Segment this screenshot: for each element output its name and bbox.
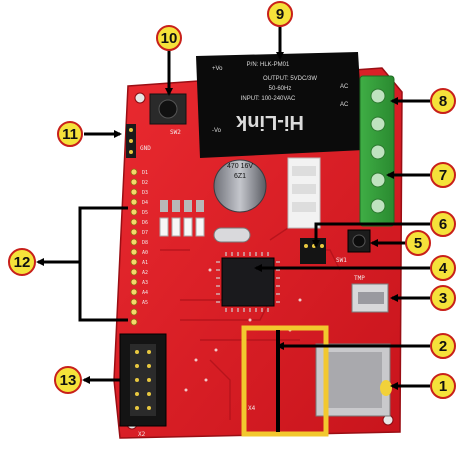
gnd-label: GND [140,145,151,152]
header-3pin: GND [126,124,151,158]
capacitor: 470 16V 6Z1 [213,159,267,213]
pin-label: A4 [142,290,148,296]
module-input-label: INPUT: 100-240VAC [241,96,296,102]
capacitor-label: 470 16V [227,163,253,170]
bracket-12 [78,206,128,322]
arrow-6 [312,222,430,248]
pin-label: D7 [142,230,148,236]
left-pin-row: D1 D2 D3 D4 D5 D6 D7 D8 A0 A1 A2 A3 A4 A… [130,168,148,326]
pin-label: D2 [142,180,148,186]
callout-8: 8 [430,88,456,114]
microcontroller [216,252,280,312]
pin-label: D1 [142,170,148,176]
sw2-label: SW2 [170,129,181,136]
power-module: P/N: HLK-PM01 OUTPUT: 5VDC/3W 50-60Hz IN… [196,52,364,158]
pin-label: D4 [142,200,148,206]
tmp-label: TMP [354,275,365,282]
callout-10: 10 [156,25,182,51]
callout-12: 12 [8,248,36,276]
pin-label: A2 [142,270,148,276]
pin-label: D6 [142,220,148,226]
callout-1: 1 [430,373,456,399]
callout-6: 6 [430,211,456,237]
push-button-sw1: SW1 [336,229,371,264]
callout-7-number: 7 [439,167,447,184]
callout-6-number: 6 [439,216,447,233]
x4-label: X4 [248,405,256,412]
crystal [213,227,251,243]
callout-arrows [36,24,430,432]
led-array [159,200,205,237]
callout-10-number: 10 [161,30,178,47]
pin-label: A3 [142,280,148,286]
mini-usb-port: TMP [351,275,389,313]
sw1-label: SW1 [336,257,347,264]
terminal-block [359,75,395,227]
callout-4: 4 [430,255,456,281]
callout-5-number: 5 [414,235,422,252]
callout-13: 13 [54,366,82,394]
callout-7: 7 [430,162,456,188]
callout-3-number: 3 [439,290,447,307]
callout-1-number: 1 [439,378,447,395]
pin-label: A0 [142,250,148,256]
callout-11: 11 [57,121,83,147]
module-brand-label: Hi-Link [235,111,304,133]
callout-3: 3 [430,285,456,311]
callout-9-number: 9 [276,6,284,23]
capacitor-code: 6Z1 [234,173,246,180]
pin-label: D5 [142,210,148,216]
callout-12-number: 12 [14,254,31,271]
module-pin-ac-top: AC [340,84,349,90]
callout-11-number: 11 [62,126,78,143]
box-header-x2: X2 [119,333,167,438]
module-socket-x4: X4 [241,325,329,437]
module-pin-vo-plus: +Vo [212,66,223,72]
callout-2: 2 [430,333,456,359]
callout-5: 5 [405,230,431,256]
module-frequency-label: 50-60Hz [269,86,292,92]
module-model-label: P/N: HLK-PM01 [247,62,290,68]
white-connector [287,157,321,229]
module-pin-vo-minus: -Vo [212,128,222,134]
callout-13-number: 13 [60,372,77,389]
callout-2-number: 2 [439,338,447,355]
callout-8-number: 8 [439,93,447,110]
x2-label: X2 [138,431,146,438]
pin-label: A1 [142,260,148,266]
module-pin-ac-bottom: AC [340,102,349,108]
callout-badges: 9 10 11 8 7 6 5 4 [8,1,456,399]
push-button-sw2: SW2 [149,93,187,136]
sd-card-slot [315,343,392,417]
jumper-header [300,238,326,264]
callout-4-number: 4 [439,260,448,277]
pin-label: D8 [142,240,148,246]
pin-label: A5 [142,300,148,306]
pin-label: D3 [142,190,148,196]
module-output-label: OUTPUT: 5VDC/3W [263,76,317,82]
callout-9: 9 [267,1,293,27]
